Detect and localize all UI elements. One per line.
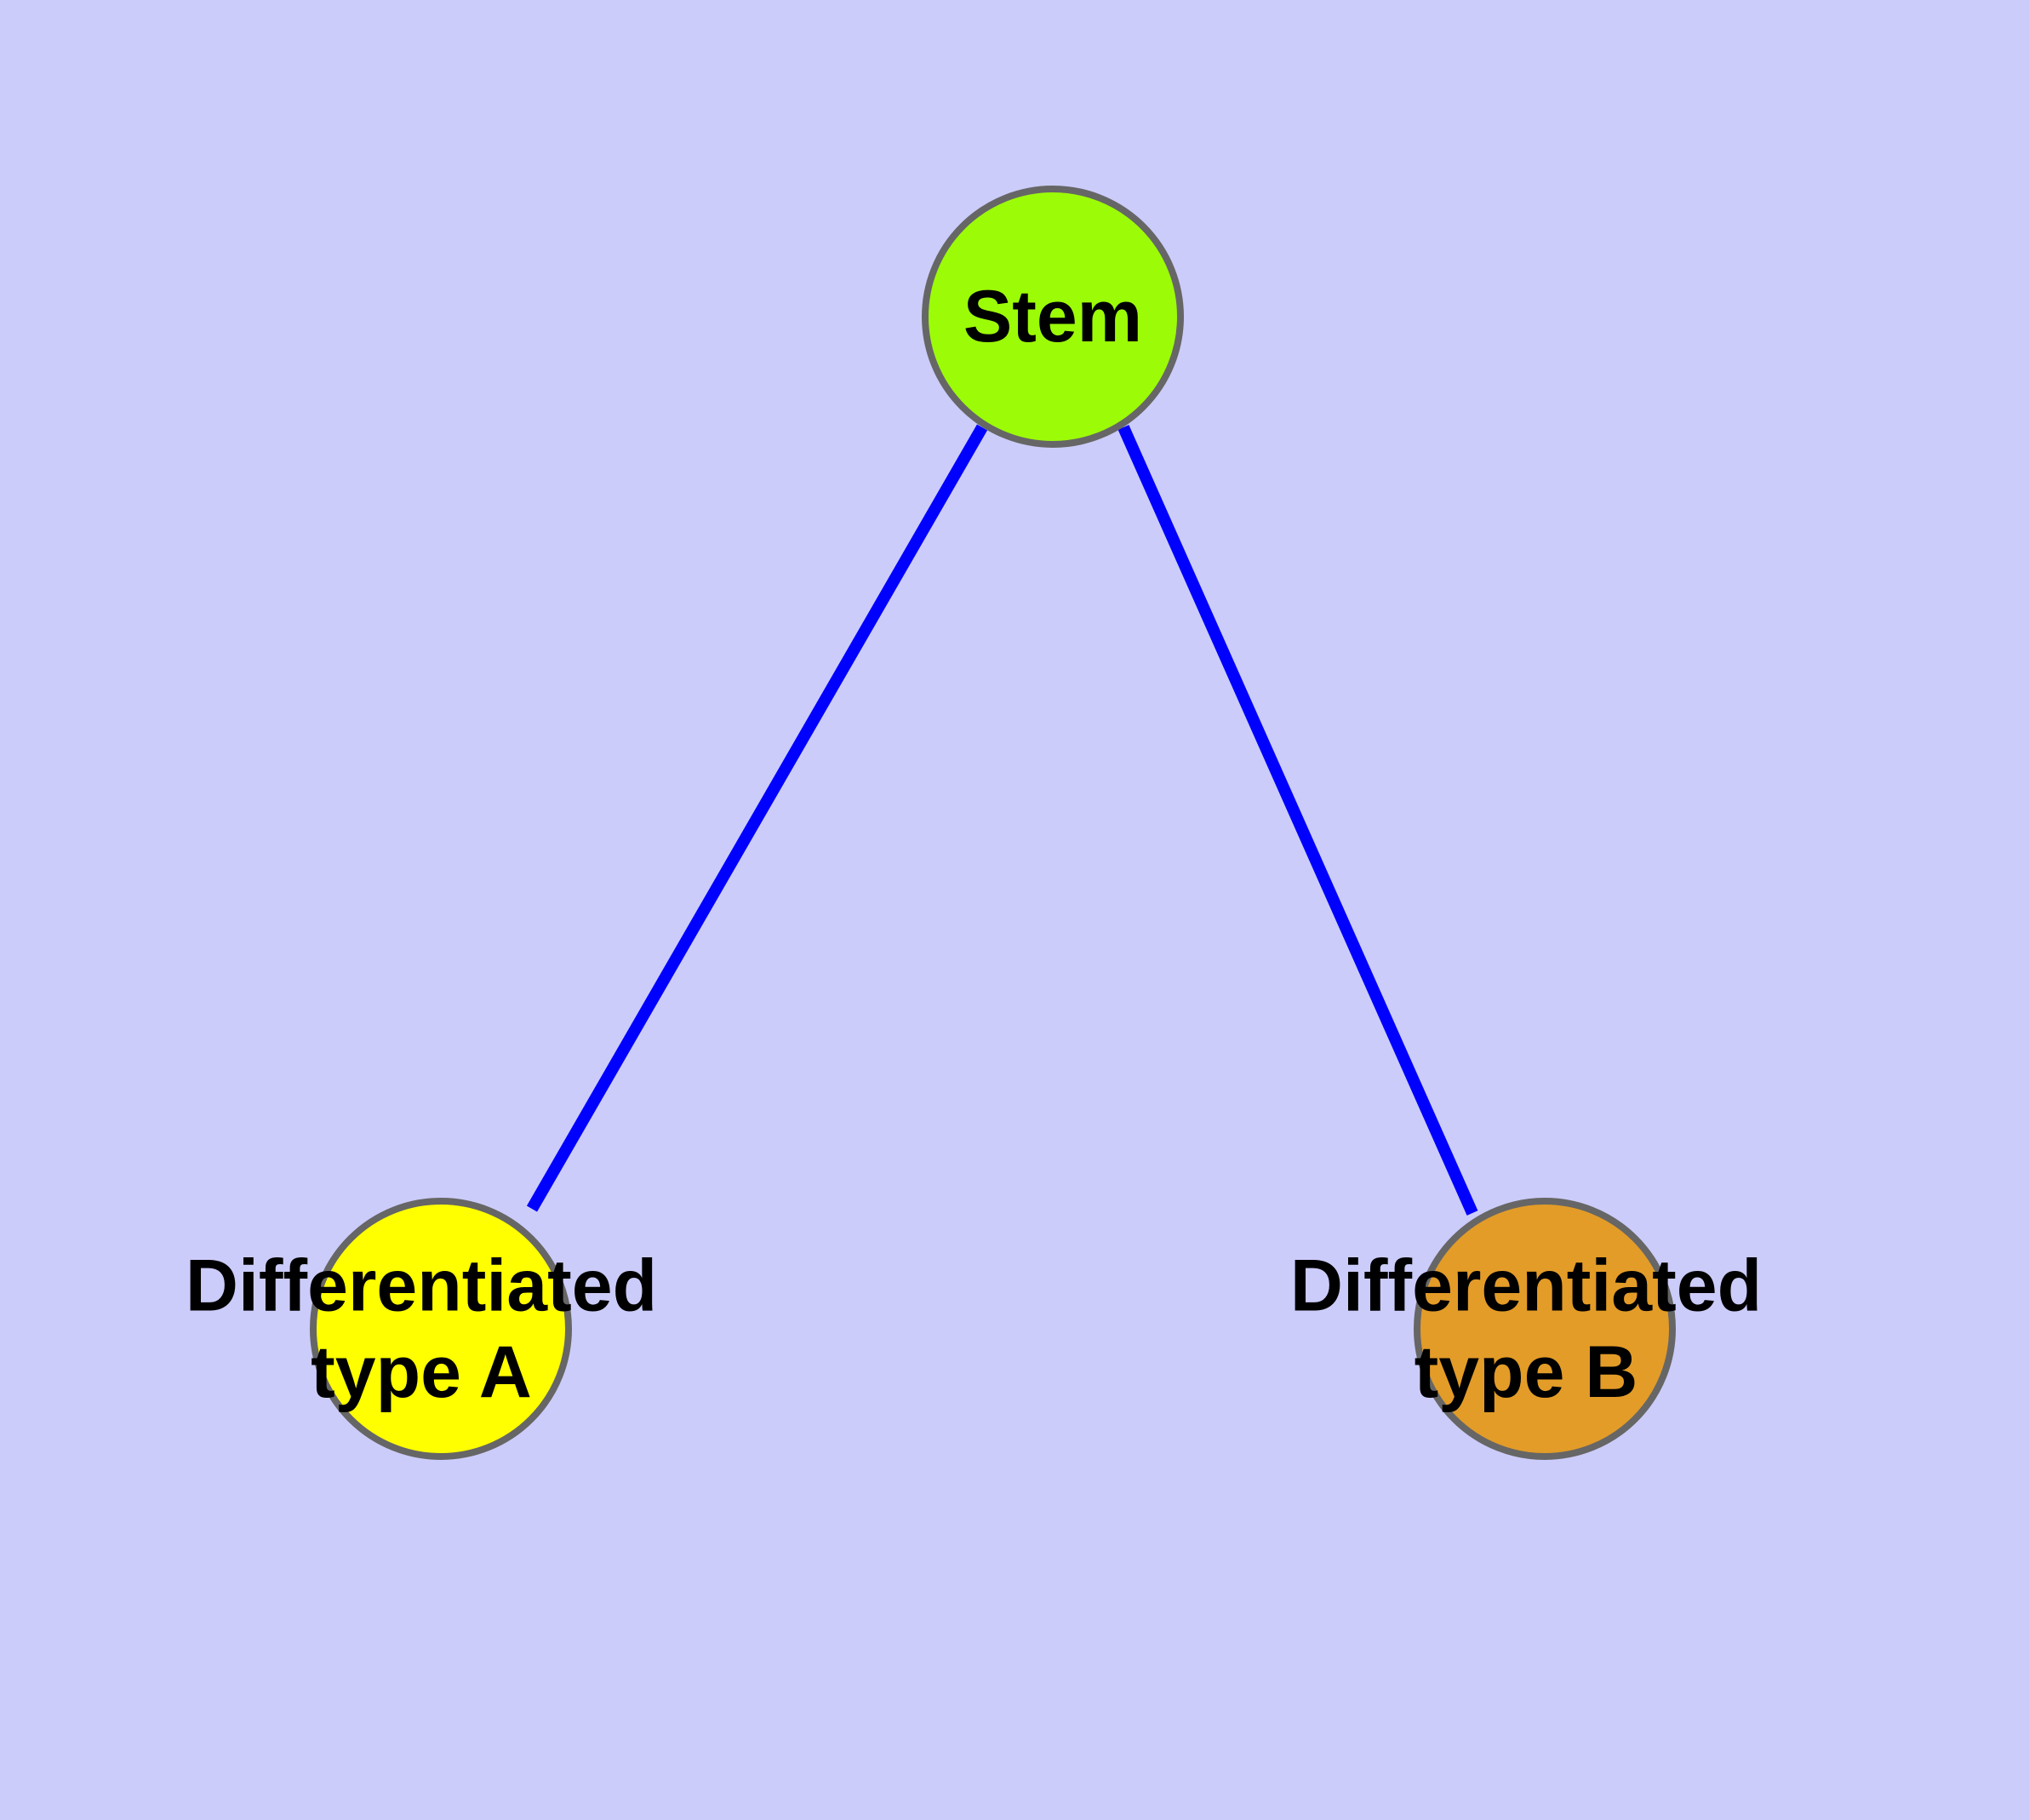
node-label-line: type B — [1415, 1331, 1638, 1413]
nodes-layer — [310, 186, 1676, 1460]
node-label-line: Differentiated — [186, 1245, 657, 1327]
node-stem-circle[interactable] — [922, 186, 1184, 448]
edges-layer — [526, 424, 1478, 1216]
node-label-line: type A — [311, 1331, 532, 1413]
edge-stem-to-differentiated-a[interactable] — [526, 424, 988, 1212]
node-differentiated-type-a-circle[interactable] — [310, 1198, 572, 1460]
edge-stem-to-differentiated-b[interactable] — [1117, 425, 1478, 1216]
node-stem-label: Stem — [963, 276, 1142, 358]
node-stem[interactable] — [922, 186, 1184, 448]
node-differentiated-type-b-circle[interactable] — [1414, 1198, 1676, 1460]
node-differentiated-type-b[interactable] — [1414, 1198, 1676, 1460]
node-label-line: Differentiated — [1290, 1245, 1762, 1327]
node-label-line: Stem — [963, 276, 1142, 358]
node-differentiated-type-a[interactable] — [310, 1198, 572, 1460]
